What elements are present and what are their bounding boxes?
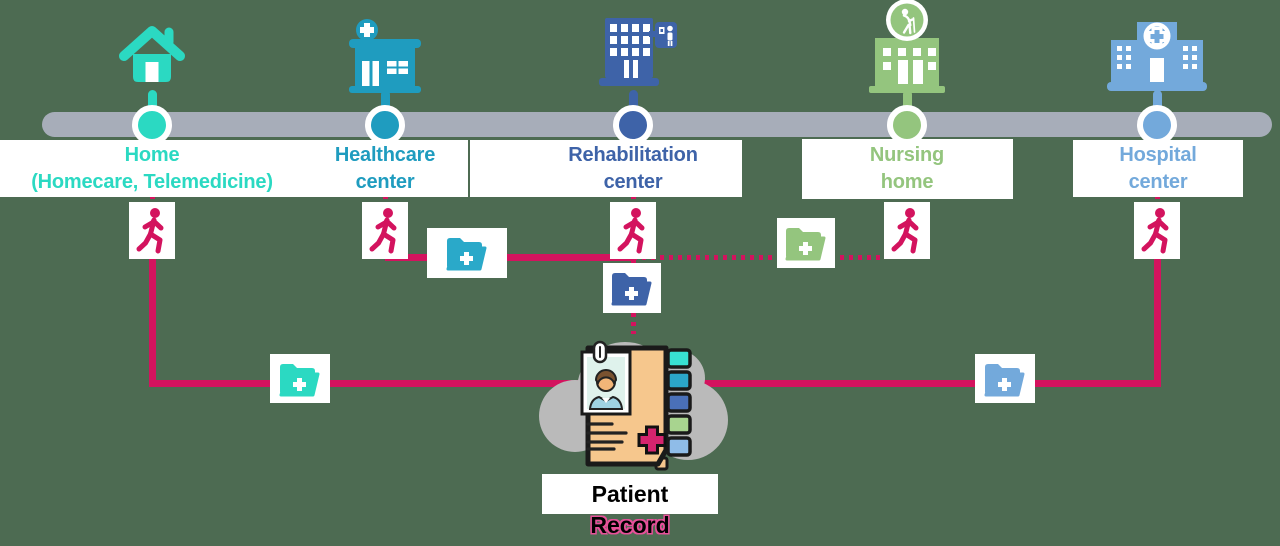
folder-healthcare-to-rehabilitation: [427, 228, 507, 278]
home-label-line2: (Homecare, Telemedicine): [31, 171, 273, 193]
home-healthcare-label-box: [0, 140, 468, 197]
patient-record-book-icon: [580, 340, 692, 471]
home-down-line: [148, 259, 156, 387]
home-label: Home (Homecare, Telemedicine): [2, 142, 302, 196]
healthcare-center-node: [365, 105, 405, 145]
rehabilitation-label-box: [470, 140, 742, 197]
walking-person-icon: [617, 207, 645, 253]
medical-folder-plus-icon: [446, 238, 487, 271]
healthcare-label-line1: Healthcare: [334, 144, 436, 166]
patient-record-label-line2: Record: [590, 512, 670, 538]
care-pathway-bar: [42, 112, 1272, 137]
hospital-center-label: Hospital center: [1068, 142, 1248, 196]
rehabilitation-person-stub-line: [630, 195, 636, 204]
nursing-person-card: [884, 202, 930, 259]
home-person-card: [129, 202, 175, 259]
home-icon: [119, 26, 185, 82]
home-building: [112, 20, 192, 94]
rehabilitation-label-line2: center: [603, 171, 663, 193]
medical-folder-plus-icon: [279, 363, 320, 396]
patient-record-label-box: Patient: [542, 474, 718, 514]
rehabilitation-person-card: [610, 202, 656, 259]
hospital-label-box: [1073, 140, 1243, 197]
hospital-label-line2: center: [1128, 171, 1188, 193]
medical-folder-plus-icon: [984, 363, 1025, 396]
nursing-home-stem: [902, 90, 912, 116]
nursing-label-line1: Nursing: [869, 144, 945, 166]
home-node: [132, 105, 172, 145]
folder-rehabilitation-to-record: [603, 263, 661, 313]
medical-folder-plus-icon: [785, 228, 826, 261]
nursing-home-node: [887, 105, 927, 145]
rehabilitation-building-icon: [599, 18, 677, 86]
hospital-center-node: [1137, 105, 1177, 145]
healthcare-center-building: [343, 17, 427, 95]
healthcare-person-stub-line: [382, 195, 388, 204]
nursing-home-label-box: [802, 139, 1013, 199]
nursing-person-stub-line: [904, 195, 910, 204]
healthcare-center-stem: [380, 90, 390, 116]
clinic-icon: [349, 19, 421, 93]
nursing-home-label: Nursing home: [817, 142, 997, 196]
rehabilitation-center-stem: [628, 90, 638, 116]
hospital-person-card: [1134, 202, 1180, 259]
hospital-person-stub-line: [1154, 195, 1160, 204]
walking-person-icon: [136, 207, 164, 253]
home-person-stub-line: [149, 195, 155, 204]
nursing-label-line2: home: [880, 171, 934, 193]
rehabilitation-label-line1: Rehabilitation: [568, 144, 698, 166]
rehabilitation-center-building: [585, 16, 677, 94]
healthcare-person-card: [362, 202, 408, 259]
nursing-home-icon: [869, 0, 945, 93]
patient-record-book: [572, 340, 702, 474]
hospital-icon: [1107, 22, 1207, 91]
nursing-home-building: [861, 0, 953, 100]
rehabilitation-center-label: Rehabilitation center: [523, 142, 743, 196]
home-label-line1: Home: [124, 144, 180, 166]
patient-record-label-line1: Patient: [591, 481, 669, 507]
folder-home-to-record: [270, 354, 330, 403]
folder-record-to-hospital: [975, 354, 1035, 403]
healthcare-to-rehabilitation-line: [385, 253, 633, 261]
hospital-down-line: [1153, 259, 1161, 387]
folder-rehabilitation-to-nursing: [777, 218, 835, 268]
medical-folder-plus-icon: [611, 273, 652, 306]
home-stem: [147, 90, 157, 116]
hospital-label-line1: Hospital: [1119, 144, 1197, 166]
healthcare-label-line2: center: [355, 171, 415, 193]
walking-person-icon: [1141, 207, 1169, 253]
healthcare-center-label: Healthcare center: [295, 142, 475, 196]
hospital-center-stem: [1152, 90, 1162, 116]
walking-person-icon: [891, 207, 919, 253]
rehabilitation-center-node: [613, 105, 653, 145]
hospital-center-building: [1105, 18, 1209, 96]
rehabilitation-to-nursing-dotted-line: [633, 255, 885, 260]
walking-person-icon: [369, 207, 397, 253]
